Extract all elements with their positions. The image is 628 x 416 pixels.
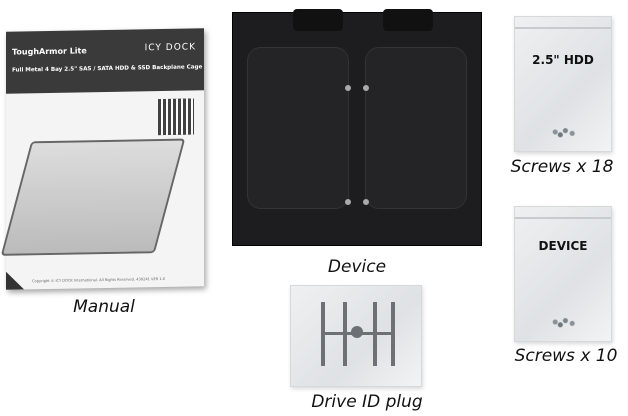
bag-label: 2.5" HDD [532, 53, 594, 67]
bag-zipper [515, 217, 611, 219]
screw-hole [345, 85, 351, 91]
manual-subtitle: Full Metal 4 Bay 2.5" SAS / SATA HDD & S… [12, 64, 203, 74]
cage-illustration [0, 138, 186, 256]
drive-id-plug-bag [290, 285, 422, 387]
hdd-screws-bag: 2.5" HDD [514, 16, 612, 152]
device-screws-caption: Screws x 10 [514, 346, 618, 366]
device-caption: Device [327, 257, 387, 277]
fan [293, 9, 343, 31]
brand-logo: ICY DOCK [144, 42, 196, 54]
screw-hole [363, 199, 369, 205]
manual-title: ToughArmor Lite [12, 46, 87, 57]
fan [383, 9, 433, 31]
manual-image: ToughArmor Lite ICY DOCK Full Metal 4 Ba… [0, 28, 204, 290]
manual-copyright: Copyright © ICY DOCK International. All … [32, 276, 166, 284]
qr-code [158, 98, 194, 136]
plug-hub [351, 326, 363, 338]
device-panel [365, 47, 467, 209]
screws [545, 125, 579, 139]
bag-label: DEVICE [538, 239, 588, 253]
drive-id-plug-caption: Drive ID plug [311, 392, 423, 412]
hdd-screws-caption: Screws x 18 [510, 157, 614, 177]
device-image [232, 9, 482, 246]
device-panel [247, 47, 349, 209]
screw-hole [345, 199, 351, 205]
screw-hole [363, 85, 369, 91]
manual-caption: Manual [73, 297, 135, 317]
corner-decoration [6, 271, 24, 290]
screws [545, 315, 579, 329]
bag-zipper [515, 27, 611, 29]
manual-header: ToughArmor Lite ICY DOCK Full Metal 4 Ba… [6, 28, 204, 94]
device-screws-bag: DEVICE [514, 206, 612, 342]
